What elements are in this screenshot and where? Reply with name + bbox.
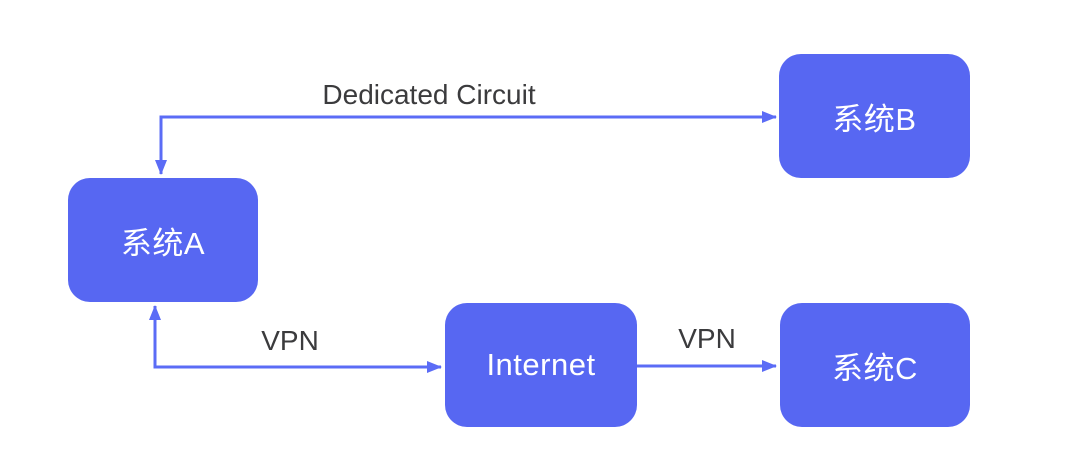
edge-vpn-a-internet (149, 305, 442, 373)
node-system-b-label: 系统B (832, 101, 917, 137)
node-internet: Internet (445, 303, 637, 427)
node-system-c: 系统C (780, 303, 970, 427)
node-system-a-label: 系统A (120, 225, 206, 261)
edge-label-vpn-internet-c: VPN (678, 323, 736, 354)
node-system-b: 系统B (779, 54, 970, 178)
node-internet-label: Internet (486, 347, 596, 382)
node-system-c-label: 系统C (832, 350, 918, 386)
edge-label-vpn-a-internet: VPN (261, 325, 319, 356)
edge-label-dedicated-circuit: Dedicated Circuit (322, 79, 536, 110)
edge-dedicated-circuit (155, 111, 777, 175)
node-system-a: 系统A (68, 178, 258, 302)
